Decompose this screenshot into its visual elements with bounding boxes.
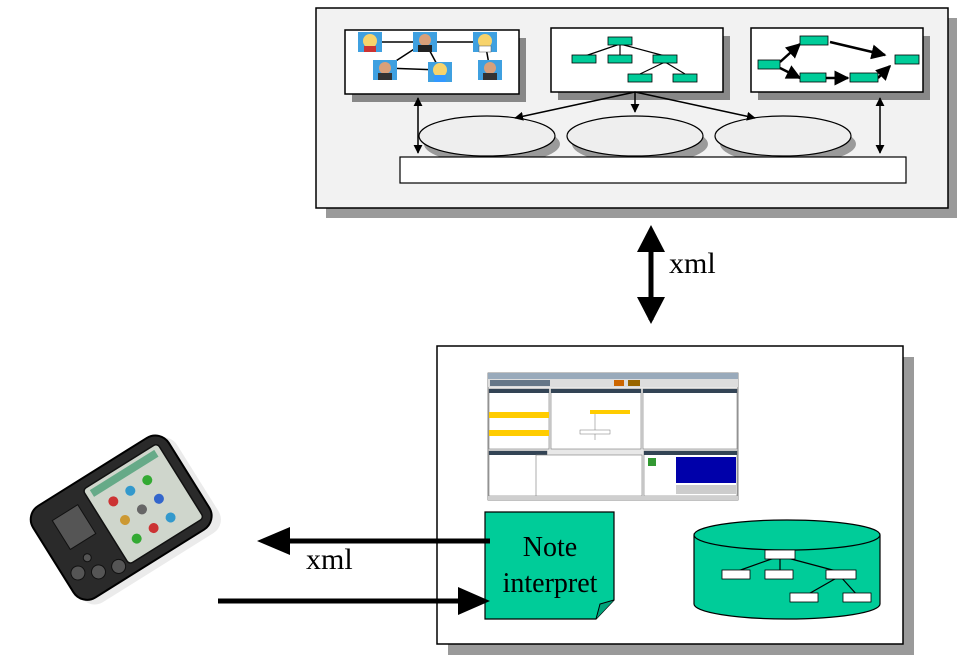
people-network-icon	[344, 29, 526, 102]
directed-graph-icon	[750, 27, 930, 100]
note-label-line2: interpret	[503, 568, 598, 599]
app-screenshot-thumbnail	[487, 372, 739, 501]
person-avatar-icon	[428, 62, 452, 82]
database-cylinder-icon	[693, 519, 881, 620]
person-avatar-icon	[473, 32, 497, 53]
person-avatar-icon	[358, 32, 382, 52]
xml-label-top: xml	[669, 247, 716, 280]
xml-label-bottom: xml	[306, 543, 353, 576]
tree-hierarchy-icon	[550, 27, 730, 100]
arrow	[634, 91, 756, 121]
xml-to-pda-arrow	[257, 527, 490, 555]
client-panel: Note interpret	[436, 345, 914, 655]
tree-hierarchy-icon	[721, 549, 872, 603]
base-layer-bar	[399, 156, 907, 184]
arrow	[514, 91, 636, 121]
note-interpret-box: Note interpret	[484, 511, 615, 620]
service-ellipse	[566, 115, 708, 164]
note-label-line1: Note	[523, 532, 577, 563]
server-panel	[315, 7, 957, 218]
pda-device-icon	[29, 434, 221, 605]
person-avatar-icon	[413, 32, 437, 52]
person-avatar-icon	[373, 60, 397, 80]
person-avatar-icon	[478, 60, 502, 80]
service-ellipse	[418, 115, 560, 164]
xml-exchange-arrow	[637, 225, 665, 324]
service-ellipse	[714, 115, 856, 164]
pda-to-note-arrow	[218, 587, 490, 615]
